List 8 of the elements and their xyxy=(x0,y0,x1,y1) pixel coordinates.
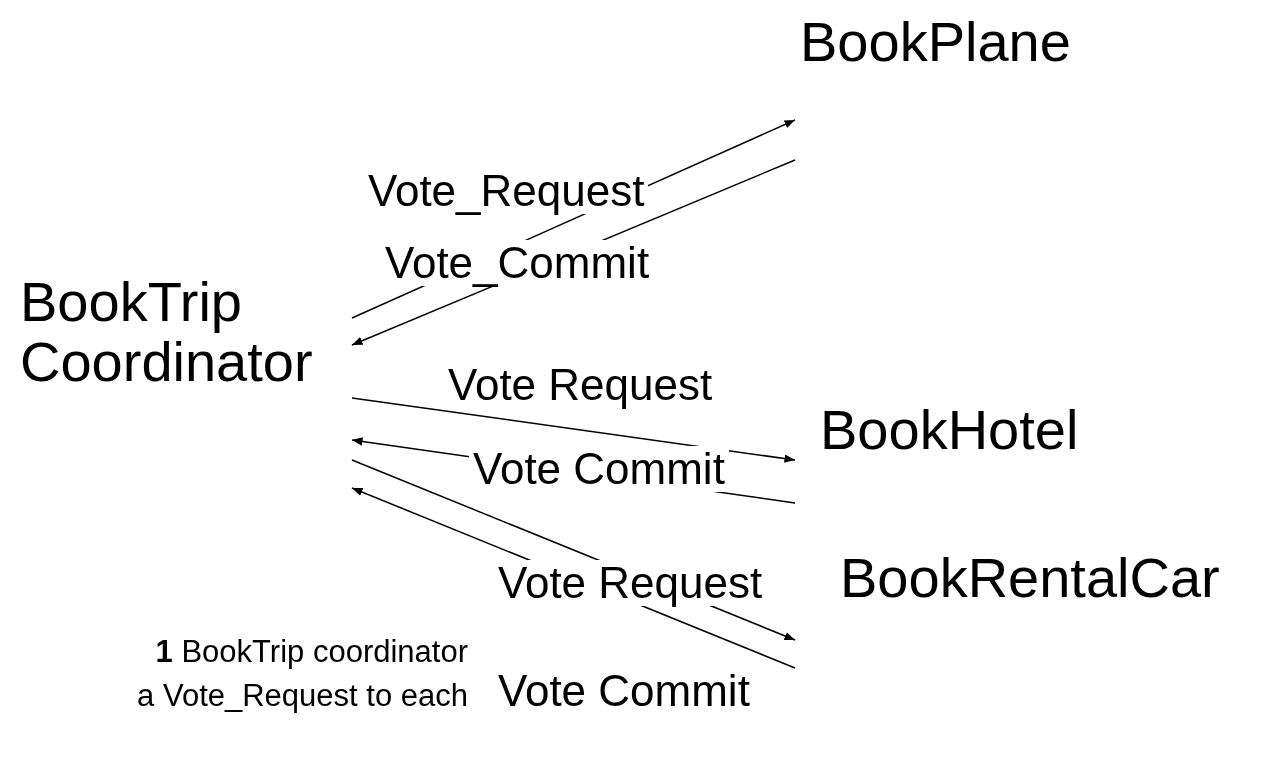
participant-label: BookTrip Coordinator xyxy=(20,272,352,512)
participant-label: BookRentalCar xyxy=(795,548,1235,750)
participant-label: BookPlane xyxy=(795,12,1155,210)
note-text: a Vote_Request to each xyxy=(137,678,468,714)
note-text: 1 BookTrip coordinator xyxy=(155,634,468,670)
participant-label: BookHotel xyxy=(795,400,1095,515)
arrow xyxy=(351,397,796,463)
edge-label: Vote Commit xyxy=(469,446,729,492)
